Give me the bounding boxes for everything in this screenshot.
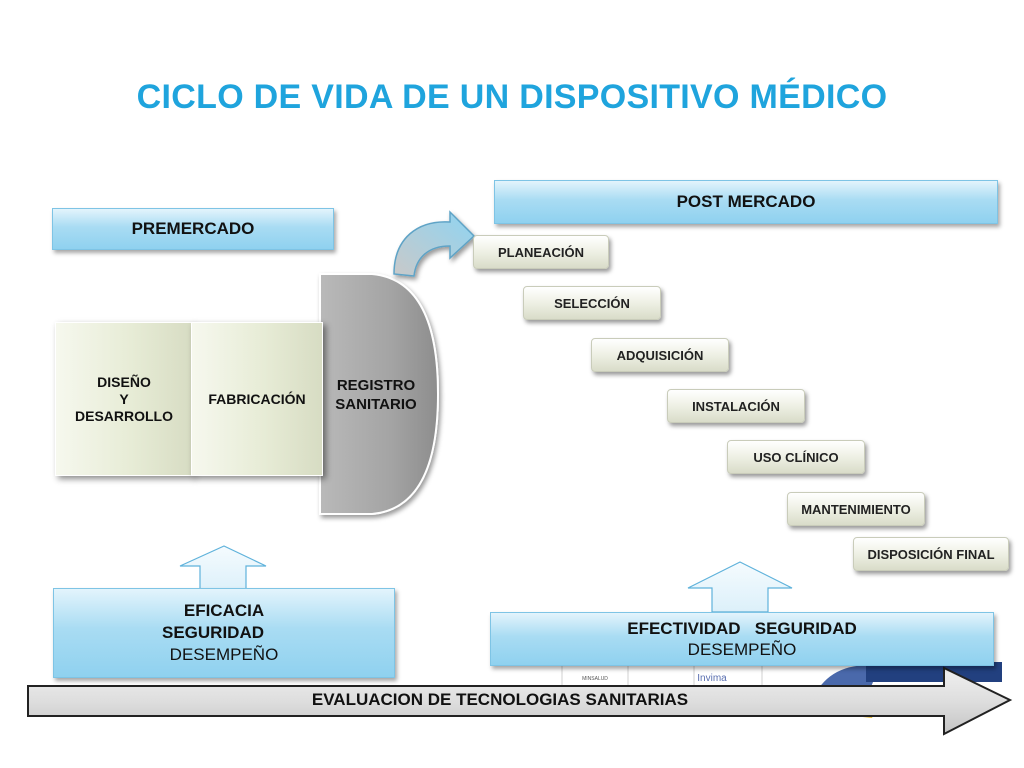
stage-design: DISEÑO Y DESARROLLO	[55, 322, 193, 476]
stage-design-line1: DISEÑO	[97, 373, 151, 390]
up-arrow-right-icon	[687, 561, 793, 613]
page-title: CICLO DE VIDA DE UN DISPOSITIVO MÉDICO	[136, 78, 888, 116]
step-adquisicion-label: ADQUISICIÓN	[616, 347, 704, 363]
stage-registry: REGISTRO SANITARIO	[318, 376, 434, 414]
step-adquisicion: ADQUISICIÓN	[591, 338, 729, 372]
step-planeacion: PLANEACIÓN	[473, 235, 609, 269]
step-uso-clinico: USO CLÍNICO	[727, 440, 865, 474]
step-disposicion-final: DISPOSICIÓN FINAL	[853, 537, 1009, 571]
stage-registry-line2: SANITARIO	[335, 396, 417, 413]
postmercado-attributes: EFECTIVIDAD SEGURIDAD DESEMPEÑO	[490, 612, 994, 666]
postmercado-label: POST MERCADO	[676, 192, 816, 211]
postmercado-header: POST MERCADO	[494, 180, 998, 224]
stage-fabrication-label: FABRICACIÓN	[208, 390, 306, 407]
step-instalacion-label: INSTALACIÓN	[692, 398, 780, 414]
attr-seguridad: SEGURIDAD	[161, 623, 264, 642]
attr-desempeno-post: DESEMPEÑO	[687, 640, 797, 659]
step-seleccion: SELECCIÓN	[523, 286, 661, 320]
stage-design-line3: DESARROLLO	[75, 407, 173, 424]
attr-efectividad-seguridad: EFECTIVIDAD SEGURIDAD	[627, 619, 857, 638]
svg-text:MINSALUD: MINSALUD	[582, 676, 608, 682]
step-mantenimiento: MANTENIMIENTO	[787, 492, 925, 526]
premercado-header: PREMERCADO	[52, 208, 334, 250]
premercado-label: PREMERCADO	[131, 219, 255, 238]
bottom-arrow-shape	[27, 666, 1013, 736]
premercado-attributes: EFICACIA SEGURIDAD DESEMPEÑO	[53, 588, 395, 678]
up-arrow-left-icon	[179, 545, 267, 593]
registry-shape	[319, 273, 440, 515]
step-seleccion-label: SELECCIÓN	[554, 295, 630, 311]
attr-eficacia: EFICACIA	[183, 601, 265, 620]
step-mantenimiento-label: MANTENIMIENTO	[801, 501, 911, 517]
svg-text:Invima: Invima	[697, 673, 727, 684]
stage-fabrication: FABRICACIÓN	[191, 322, 323, 476]
stage-registry-line1: REGISTRO	[336, 377, 416, 394]
curved-arrow-icon	[393, 210, 476, 277]
step-uso-clinico-label: USO CLÍNICO	[753, 449, 839, 465]
stage-design-line2: Y	[119, 390, 129, 407]
step-planeacion-label: PLANEACIÓN	[498, 244, 584, 260]
step-instalacion: INSTALACIÓN	[667, 389, 805, 423]
attr-desempeno: DESEMPEÑO	[169, 645, 279, 664]
bottom-arrow-label: EVALUACION DE TECNOLOGIAS SANITARIAS	[311, 690, 689, 709]
step-disposicion-final-label: DISPOSICIÓN FINAL	[867, 546, 995, 562]
